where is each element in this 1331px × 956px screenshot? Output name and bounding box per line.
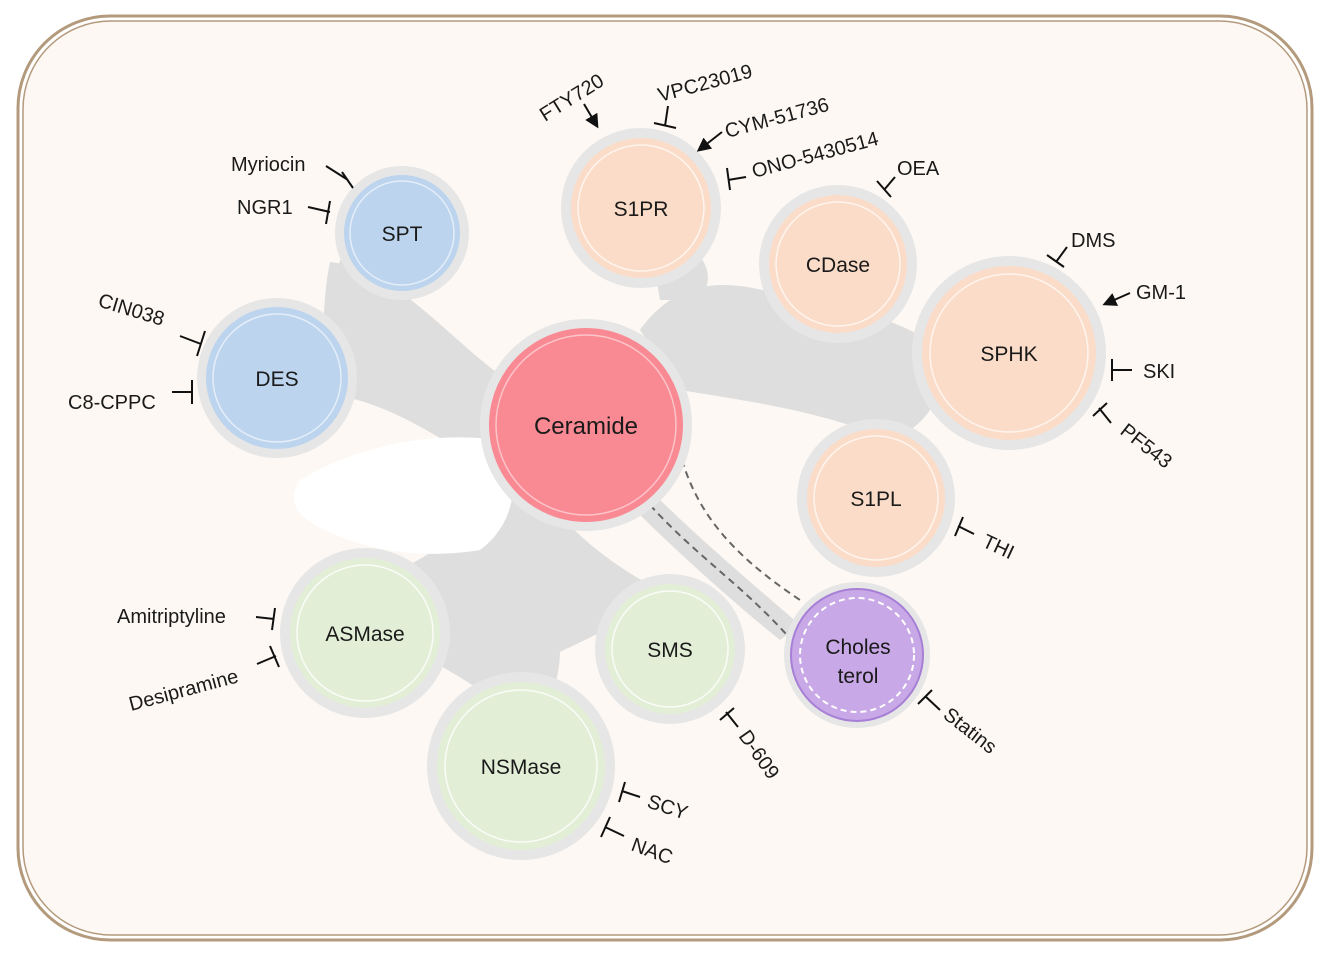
drug-dms-label: DMS [1071,230,1115,252]
cell-frame-outer [16,14,1314,942]
dashed-link-upper [681,459,801,601]
node-spt: SPT [335,166,469,300]
node-s1pl: S1PL [797,419,955,577]
node-ceramide-label: Ceramide [534,413,638,440]
connector-left-hub [323,262,500,470]
node-des-label: DES [255,368,298,391]
node-sphk-label: SPHK [980,343,1037,366]
inhibitor-ski: SKI [1111,359,1175,383]
node-spt-label: SPT [382,223,423,246]
node-cholesterol: Choles terol [784,582,930,728]
drug-amitriptyline-label: Amitriptyline [117,606,226,628]
node-ceramide: Ceramide [480,319,692,531]
node-asmase: ASMase [280,548,450,718]
dashed-link-lower [649,504,801,651]
node-s1pl-label: S1PL [850,488,901,511]
activator-gm1: GM-1 [1102,282,1186,306]
connector-cholesterol-stem [630,490,800,640]
inhibitor-dms: DMS [1046,230,1115,268]
node-nsmase: NSMase [427,672,615,860]
inhibitor-oea: OEA [876,158,940,198]
node-sms-label: SMS [647,639,693,662]
drug-ski-label: SKI [1143,361,1175,383]
drug-c8cppc-label: C8-CPPC [68,392,156,414]
node-s1pr-label: S1PR [614,198,669,221]
drug-oea-label: OEA [897,158,940,180]
white-gap [293,437,514,554]
node-des: DES [197,298,357,458]
drug-myriocin-label: Myriocin [231,154,305,176]
inhibitor-c8cppc: C8-CPPC [68,380,193,414]
node-cdase-label: CDase [806,254,870,277]
drug-gm1-label: GM-1 [1136,282,1186,304]
node-sphk: SPHK [912,256,1106,450]
node-sms: SMS [595,574,745,724]
node-cdase: CDase [759,185,917,343]
inhibitor-ngr1: NGR1 [237,197,331,225]
node-s1pr: S1PR [561,128,721,288]
node-cholesterol-label-2: terol [838,665,879,688]
node-cholesterol-label-1: Choles [825,636,890,659]
node-nsmase-label: NSMase [481,756,562,779]
node-asmase-label: ASMase [325,623,404,646]
drug-ngr1-label: NGR1 [237,197,293,219]
inhibitor-myriocin: Myriocin [231,154,354,189]
inhibitor-amitriptyline: Amitriptyline [117,606,276,631]
